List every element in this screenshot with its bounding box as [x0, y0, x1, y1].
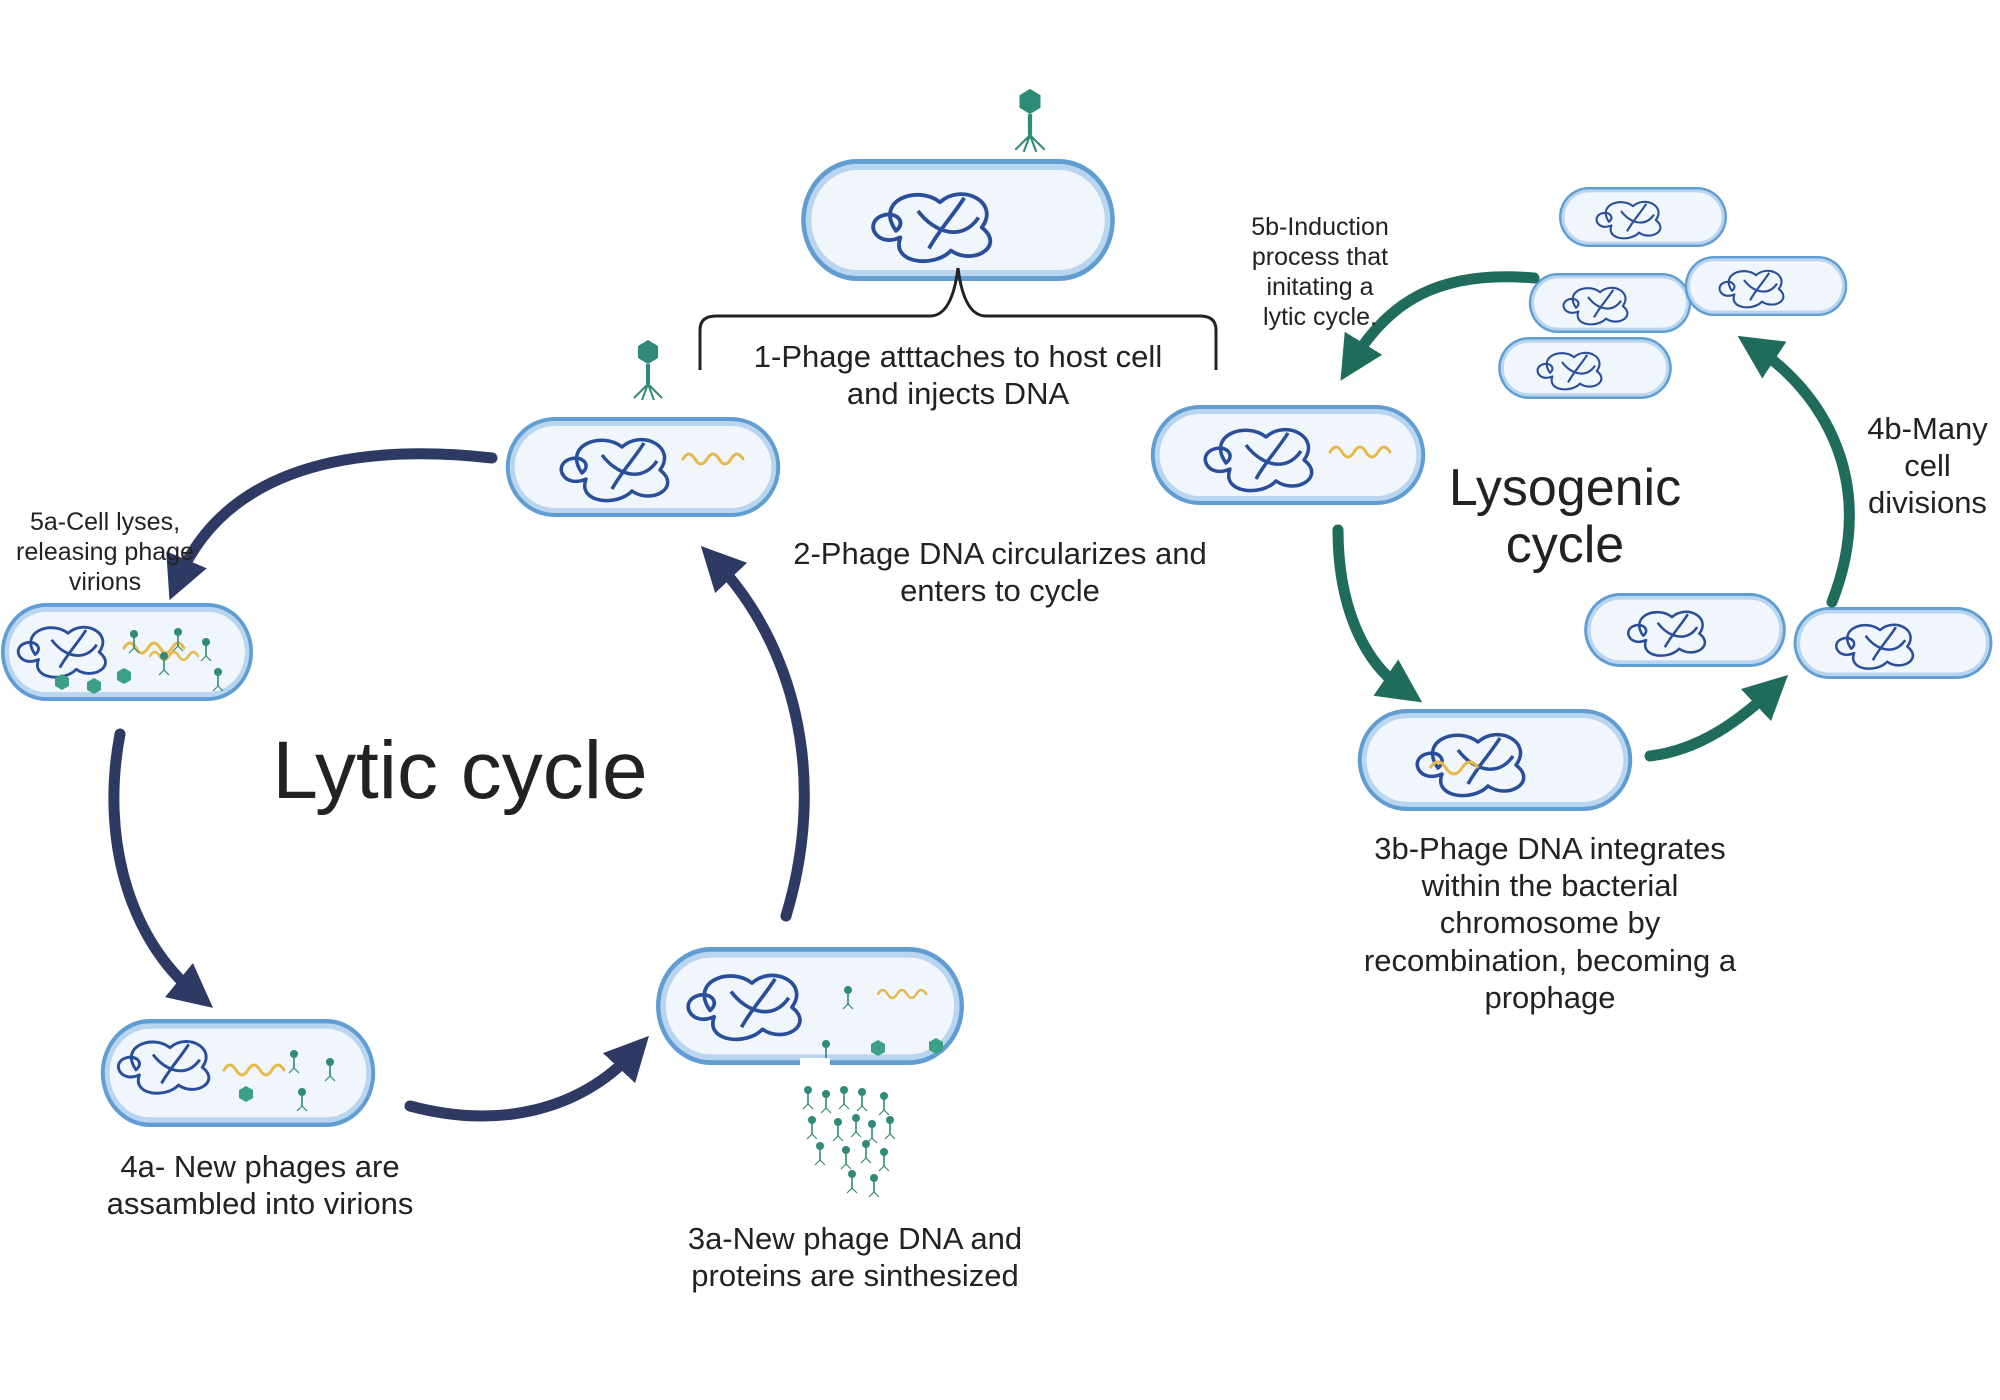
lysogenic-arrows — [1332, 271, 1855, 762]
lytic-title-text: Lytic cycle — [272, 725, 648, 816]
daughter-cell-a — [1584, 593, 1786, 667]
step5b-line4: lytic cycle. — [1263, 303, 1377, 331]
daughter-cell-e — [1684, 256, 1848, 316]
step5b-label: 5b-Induction process that initating a ly… — [1230, 212, 1410, 332]
daughter-cell-f — [1498, 337, 1672, 399]
step3a-line2: proteins are sinthesized — [691, 1258, 1019, 1294]
lysogenic-entry-cell — [1150, 405, 1426, 505]
prophage-cell — [1357, 709, 1633, 811]
released-phages — [802, 1085, 896, 1198]
step5a-line2: releasing phage — [16, 538, 194, 566]
attaching-phage-icon — [1015, 89, 1044, 152]
step4b-line2: cell — [1904, 448, 1951, 484]
daughter-cell-d — [1528, 273, 1692, 333]
bracket — [698, 267, 1218, 370]
lytic-cycle-title: Lytic cycle — [230, 725, 690, 816]
step4a-label: 4a- New phages are assambled into virion… — [70, 1148, 450, 1222]
daughter-cell-b — [1793, 607, 1993, 679]
step4a-line2: assambled into virions — [106, 1186, 414, 1222]
step2-cell — [505, 417, 781, 517]
step4a-line1: 4a- New phages are — [120, 1149, 400, 1184]
step1-line2: and injects DNA — [846, 376, 1070, 412]
step2-line2: enters to cycle — [900, 573, 1100, 609]
step3b-line1: 3b-Phage DNA integrates — [1374, 831, 1726, 866]
attachment-cell — [801, 159, 1115, 281]
synthesis-cell — [656, 947, 964, 1072]
lysogenic-title-line1: Lysogenic — [1448, 459, 1682, 517]
step2-label: 2-Phage DNA circularizes and enters to c… — [770, 535, 1230, 609]
step5a-label: 5a-Cell lyses, releasing phage virions — [0, 507, 210, 597]
lytic-arrows — [108, 448, 810, 1122]
step4b-line1: 4b-Many — [1867, 411, 1988, 446]
step4b-line3: divisions — [1868, 485, 1987, 521]
step3b-line4: recombination, becoming a — [1363, 942, 1737, 978]
step3b-line3: chromosome by — [1439, 905, 1661, 941]
step3b-line2: within the bacterial — [1421, 868, 1679, 904]
assembly-cell — [100, 1019, 376, 1127]
step2-line1: 2-Phage DNA circularizes and — [793, 536, 1207, 571]
step3a-label: 3a-New phage DNA and proteins are sinthe… — [650, 1220, 1060, 1294]
lysogenic-cycle-title: Lysogenic cycle — [1410, 459, 1720, 575]
step5b-line3: initating a — [1266, 273, 1374, 301]
step5a-line3: virions — [68, 568, 142, 596]
step3a-line1: 3a-New phage DNA and — [687, 1221, 1023, 1256]
lysing-cell — [0, 603, 253, 701]
step3b-label: 3b-Phage DNA integrates within the bacte… — [1330, 830, 1770, 1016]
phage-above-cell-icon — [632, 338, 664, 402]
step1-line1: 1-Phage atttaches to host cell — [753, 339, 1163, 374]
step5b-line1: 5b-Induction — [1251, 213, 1389, 241]
step4b-label: 4b-Many cell divisions — [1855, 410, 2000, 522]
step5a-line1: 5a-Cell lyses, — [29, 508, 181, 536]
step3b-line5: prophage — [1484, 979, 1616, 1015]
step1-label: 1-Phage atttaches to host cell and injec… — [700, 338, 1216, 412]
step5b-line2: process that — [1251, 243, 1389, 271]
daughter-cell-c — [1559, 187, 1727, 247]
lysogenic-title-line2: cycle — [1505, 516, 1625, 575]
